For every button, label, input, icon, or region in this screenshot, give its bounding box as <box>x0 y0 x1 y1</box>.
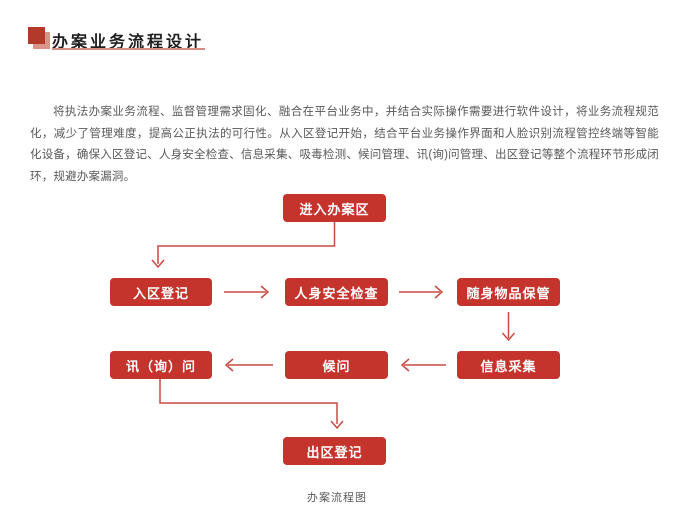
edge-enter-to-entry-registration <box>151 222 336 269</box>
flowchart-caption: 办案流程图 <box>307 492 367 504</box>
edge-waiting-to-interrogation <box>224 358 273 372</box>
page-title: 办案业务流程设计 <box>52 34 205 51</box>
flow-node-belongings-storage: 随身物品保管 <box>457 278 560 306</box>
intro-paragraph: 将执法办案业务流程、监督管理需求固化、融合在平台业务中，并结合实际操作需要进行软… <box>30 106 659 183</box>
title-underline <box>52 48 205 50</box>
edge-safety-check-to-belongings-storage <box>399 285 444 299</box>
flow-node-safety-check: 人身安全检查 <box>285 278 388 306</box>
title-square-marker-icon <box>28 27 51 50</box>
flow-node-enter-area: 进入办案区 <box>283 194 386 222</box>
edge-entry-registration-to-safety-check <box>224 285 270 299</box>
edge-interrogation-to-exit-registration <box>159 379 344 430</box>
flow-node-info-collection: 信息采集 <box>457 351 560 379</box>
flow-node-interrogation: 讯（询）问 <box>110 351 212 379</box>
edge-belongings-storage-to-info-collection <box>501 312 516 342</box>
marker-dark-square <box>28 27 45 44</box>
edge-info-collection-to-waiting <box>400 358 446 372</box>
flow-node-waiting: 候问 <box>285 351 388 379</box>
flow-node-exit-registration: 出区登记 <box>283 437 386 465</box>
flow-node-entry-registration: 入区登记 <box>110 278 212 306</box>
